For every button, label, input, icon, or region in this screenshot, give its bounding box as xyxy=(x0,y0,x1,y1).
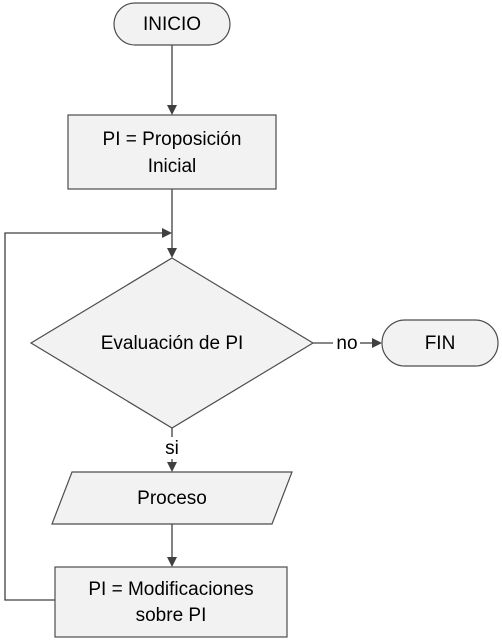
modify-process-shape xyxy=(54,566,288,638)
connectors: no si xyxy=(4,45,382,601)
start-terminator-shape xyxy=(113,2,231,46)
node-init: PI = Proposición Inicial xyxy=(67,114,277,190)
end-label: FIN xyxy=(425,333,456,354)
modify-label-line2: sobre PI xyxy=(136,605,207,626)
node-decision: Evaluación de PI xyxy=(29,257,315,429)
init-process-shape xyxy=(67,114,277,190)
edge-loop-back xyxy=(4,228,172,601)
edge-process-to-modify xyxy=(167,524,177,567)
node-modify: PI = Modificaciones sobre PI xyxy=(54,566,288,638)
process-parallelogram-shape xyxy=(51,471,293,525)
edge-decision-to-end: no xyxy=(313,333,382,354)
edge-init-to-decision xyxy=(167,189,177,258)
edge-label-si: si xyxy=(165,438,179,459)
edge-decision-to-process: si xyxy=(165,428,179,472)
edge-start-to-init xyxy=(167,45,177,115)
edge-label-no: no xyxy=(336,333,357,354)
modify-label-line1: PI = Modificaciones xyxy=(88,579,253,600)
process-label: Proceso xyxy=(137,488,207,509)
decision-diamond-shape xyxy=(29,257,315,429)
init-label-line2: Inicial xyxy=(148,156,197,177)
decision-label: Evaluación de PI xyxy=(101,333,244,354)
node-process: Proceso xyxy=(51,471,293,525)
node-end: FIN xyxy=(381,319,499,367)
start-label: INICIO xyxy=(143,14,201,35)
node-start: INICIO xyxy=(113,2,231,46)
init-label-line1: PI = Proposición xyxy=(103,129,242,150)
end-terminator-shape xyxy=(381,319,499,367)
